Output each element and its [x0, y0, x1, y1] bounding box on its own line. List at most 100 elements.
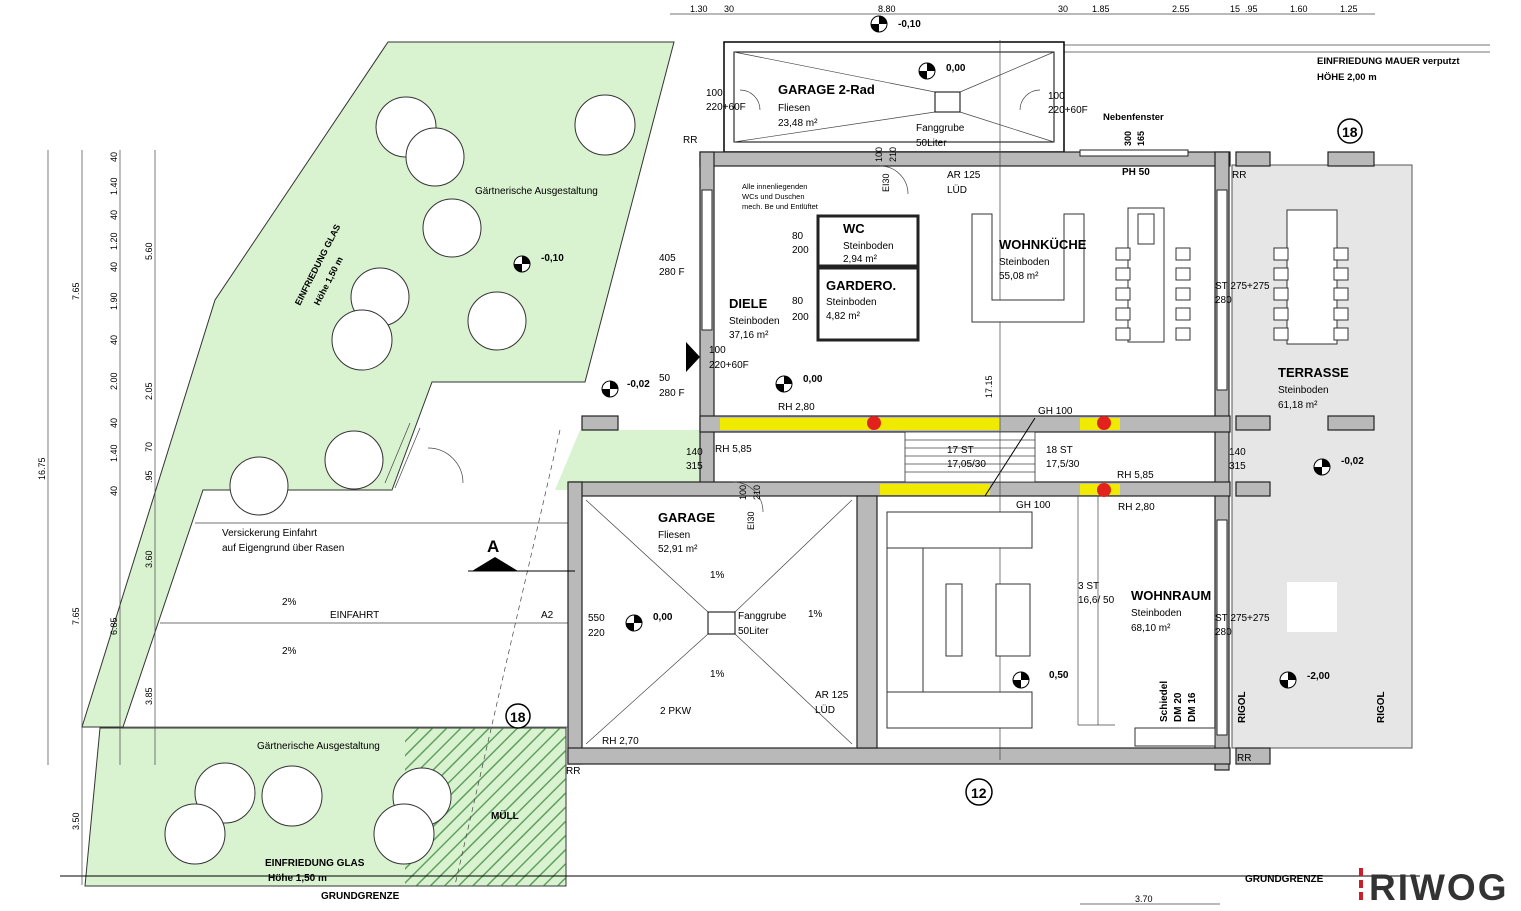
room-wc: WC Steinboden 2,94 m² — [843, 221, 894, 265]
label: GRUNDGRENZE — [1245, 874, 1324, 885]
garage-2rad-outline — [723, 41, 1065, 153]
label: 1% — [808, 609, 823, 620]
entrance-triangle — [686, 342, 700, 372]
fanggrube-top — [934, 91, 961, 113]
label: Versickerung Einfahrt — [222, 528, 317, 539]
dim-label: 7.65 — [71, 282, 81, 300]
label: 17 ST — [947, 445, 974, 456]
tree-icon — [373, 803, 435, 865]
logo-mark — [1359, 892, 1363, 900]
tree-icon — [331, 309, 393, 371]
room-floor: Fliesen — [778, 103, 810, 114]
label: EINFRIEDUNG GLAS — [265, 858, 365, 869]
dim-label: 2.00 — [109, 372, 119, 390]
label: EI30 — [746, 511, 756, 530]
label: RH 2,80 — [778, 402, 815, 413]
label: 80 — [792, 231, 804, 242]
room-area: 68,10 m² — [1131, 623, 1171, 634]
dim-label: 40 — [109, 262, 119, 272]
label: DM 16 — [1187, 692, 1198, 722]
room-area: 37,16 m² — [729, 330, 769, 341]
tree-icon — [324, 430, 384, 490]
wc-room — [816, 214, 920, 268]
tree-icon — [422, 198, 482, 258]
label: RH 5,85 — [715, 444, 752, 455]
stair — [904, 417, 1115, 726]
room-floor: Steinboden — [999, 257, 1050, 268]
level-label: -0,10 — [541, 253, 564, 264]
door-swing — [732, 481, 764, 513]
door-swing — [1019, 89, 1041, 111]
beam-yellow-lower — [880, 484, 990, 495]
label: 2% — [282, 646, 297, 657]
garage-2rad-inner — [733, 51, 1055, 143]
dim-label: 15 — [1230, 4, 1240, 14]
label: 1% — [710, 570, 725, 581]
label: AR 125 — [947, 170, 981, 181]
label: A2 — [541, 610, 554, 621]
wall-stub — [1327, 151, 1375, 167]
level-label: 0,00 — [803, 374, 823, 385]
level-label: -0,02 — [1341, 456, 1364, 467]
label: 16,6/ 50 — [1078, 595, 1115, 606]
room-name: TERRASSE — [1278, 365, 1349, 380]
label: GH 100 — [1038, 406, 1073, 417]
dim-label: 1.40 — [109, 177, 119, 195]
dining-chairs — [1115, 247, 1191, 341]
dim-label: 1.25 — [1340, 4, 1358, 14]
dim-label: 2.55 — [1172, 4, 1190, 14]
label: RIGOL — [1237, 691, 1248, 723]
room-name: GARDERO. — [826, 278, 896, 293]
label: EINFRIEDUNG MAUER verputzt — [1317, 56, 1460, 67]
section-a-marker — [472, 557, 518, 571]
label: 280 — [1215, 295, 1232, 306]
column-marker — [1097, 416, 1111, 430]
dim-label: 3.85 — [144, 687, 154, 705]
label: RH 2,80 — [1118, 502, 1155, 513]
label: RR — [566, 766, 580, 777]
label: 200 — [792, 245, 809, 256]
window-nebenfenster — [1079, 149, 1189, 157]
label: 210 — [752, 485, 762, 500]
annotations: EINFRIEDUNG MAUER verputzt HÖHE 2,00 m N… — [222, 56, 1460, 902]
axis-marker-18-bottom — [505, 703, 531, 729]
label: 405 — [659, 253, 676, 264]
room-floor: Steinboden — [1278, 385, 1329, 396]
label: 220 — [588, 628, 605, 639]
axis-label: 12 — [971, 785, 987, 801]
room-garage2: GARAGE 2-Rad Fliesen 23,48 m² — [778, 82, 875, 129]
label: 80 — [792, 296, 804, 307]
dim-label: 3.70 — [1135, 894, 1153, 904]
axis-marker-12 — [965, 778, 993, 806]
dim-label: 1.85 — [1092, 4, 1110, 14]
label: Gärtnerische Ausgestaltung — [475, 186, 598, 197]
label: 1% — [710, 669, 725, 680]
label: 315 — [1229, 461, 1246, 472]
label: 2% — [282, 597, 297, 608]
dim-label: 16.75 — [37, 457, 47, 480]
top-dimensions: 1.30 30 8.80 30 1.85 2.55 15 .95 1.60 1.… — [690, 4, 1358, 904]
drain-slope-line — [733, 111, 936, 143]
chimney — [1134, 727, 1216, 747]
label: RIGOL — [1376, 691, 1387, 723]
room-floor: Steinboden — [1131, 608, 1182, 619]
wall-stub — [1235, 747, 1271, 765]
label: ST 275+275 — [1215, 281, 1270, 292]
axis-marker-18-top — [1337, 118, 1363, 144]
dim-label: 40 — [109, 335, 119, 345]
label: HÖHE 2,00 m — [1317, 72, 1377, 83]
dim-label: 8.80 — [878, 4, 896, 14]
label: 220+60F — [1048, 105, 1088, 116]
room-diele: DIELE Steinboden 37,16 m² — [729, 296, 780, 341]
room-wohnkueche: WOHNKÜCHE Steinboden 55,08 m² — [999, 237, 1087, 282]
room-floor: Steinboden — [826, 297, 877, 308]
room-garderobe: GARDERO. Steinboden 4,82 m² — [826, 278, 896, 322]
room-floor: Fliesen — [658, 530, 690, 541]
level-label: 0,00 — [653, 612, 673, 623]
room-floor: Steinboden — [729, 316, 780, 327]
room-name: DIELE — [729, 296, 768, 311]
dim-label: 1.60 — [1290, 4, 1308, 14]
label: 220+60F — [709, 360, 749, 371]
label: RR — [683, 135, 697, 146]
label: 280 F — [659, 388, 685, 399]
